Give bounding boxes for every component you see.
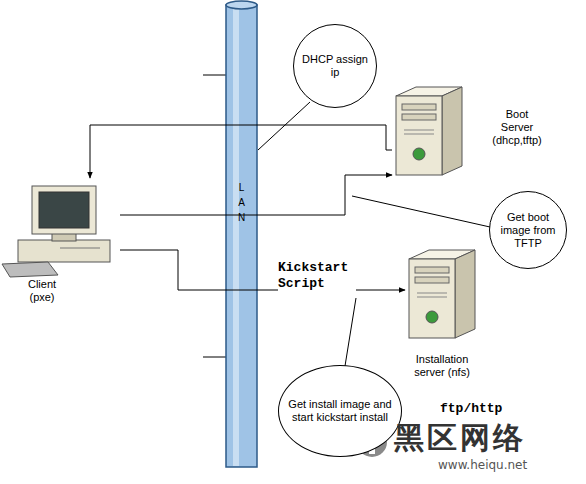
drive-slot — [60, 248, 100, 249]
server-icon — [405, 245, 480, 340]
server-side — [442, 87, 462, 175]
node-label: Get boot image from TFTP — [496, 211, 560, 250]
pipe-top — [226, 1, 257, 9]
desktop-case — [18, 240, 110, 262]
callout-circle: Get install image and start kickstart in… — [278, 365, 402, 457]
server-side — [455, 250, 475, 338]
leader-line — [258, 102, 310, 150]
computer-icon — [0, 178, 115, 278]
vent-line — [404, 134, 434, 135]
server-icon — [392, 82, 467, 177]
server-front — [409, 259, 455, 338]
vent-line — [417, 297, 447, 298]
node-label: Boot Server (dhcp,tftp) — [488, 108, 546, 147]
node-label: Client (pxe) — [22, 278, 62, 304]
callout-circle: Get boot image from TFTP — [489, 191, 567, 269]
lan-stub — [203, 357, 226, 358]
watermark-url: www.heiqu.net — [438, 458, 527, 472]
callout-circle: DHCP assign ip — [293, 24, 377, 108]
node-label: Installation server (nfs) — [407, 353, 477, 379]
server-node: Boot Server (dhcp,tftp) — [392, 82, 582, 178]
drive-bay — [415, 277, 449, 283]
screen — [39, 192, 89, 228]
pipe-highlight — [233, 6, 239, 466]
connector — [120, 250, 405, 290]
monitor — [32, 186, 96, 234]
power-led — [426, 311, 438, 323]
drive-bay — [402, 114, 436, 120]
vent-line — [404, 130, 434, 131]
keyboard — [2, 262, 58, 277]
drive-bay — [415, 267, 449, 273]
leader-line — [345, 298, 356, 366]
power-led — [413, 148, 425, 160]
edge-label: Kickstart Script — [278, 260, 356, 298]
drive-bay — [402, 104, 436, 110]
client-node: Client (pxe) — [0, 178, 120, 303]
protocol-note: ftp/http — [440, 401, 502, 416]
server-front — [396, 96, 442, 175]
leader-line — [352, 196, 490, 227]
watermark: 黑区网络 — [394, 418, 526, 459]
node-label: LAN — [234, 182, 248, 227]
server-node: Installation server (nfs) — [405, 245, 495, 390]
lan-pipe — [225, 0, 258, 472]
lan-band: LAN — [225, 0, 258, 472]
node-label: DHCP assign ip — [300, 53, 370, 79]
node-label: Get install image and start kickstart in… — [285, 398, 395, 424]
lan-stub — [203, 75, 226, 76]
vent-line — [417, 293, 447, 294]
pipe-body — [226, 5, 257, 467]
